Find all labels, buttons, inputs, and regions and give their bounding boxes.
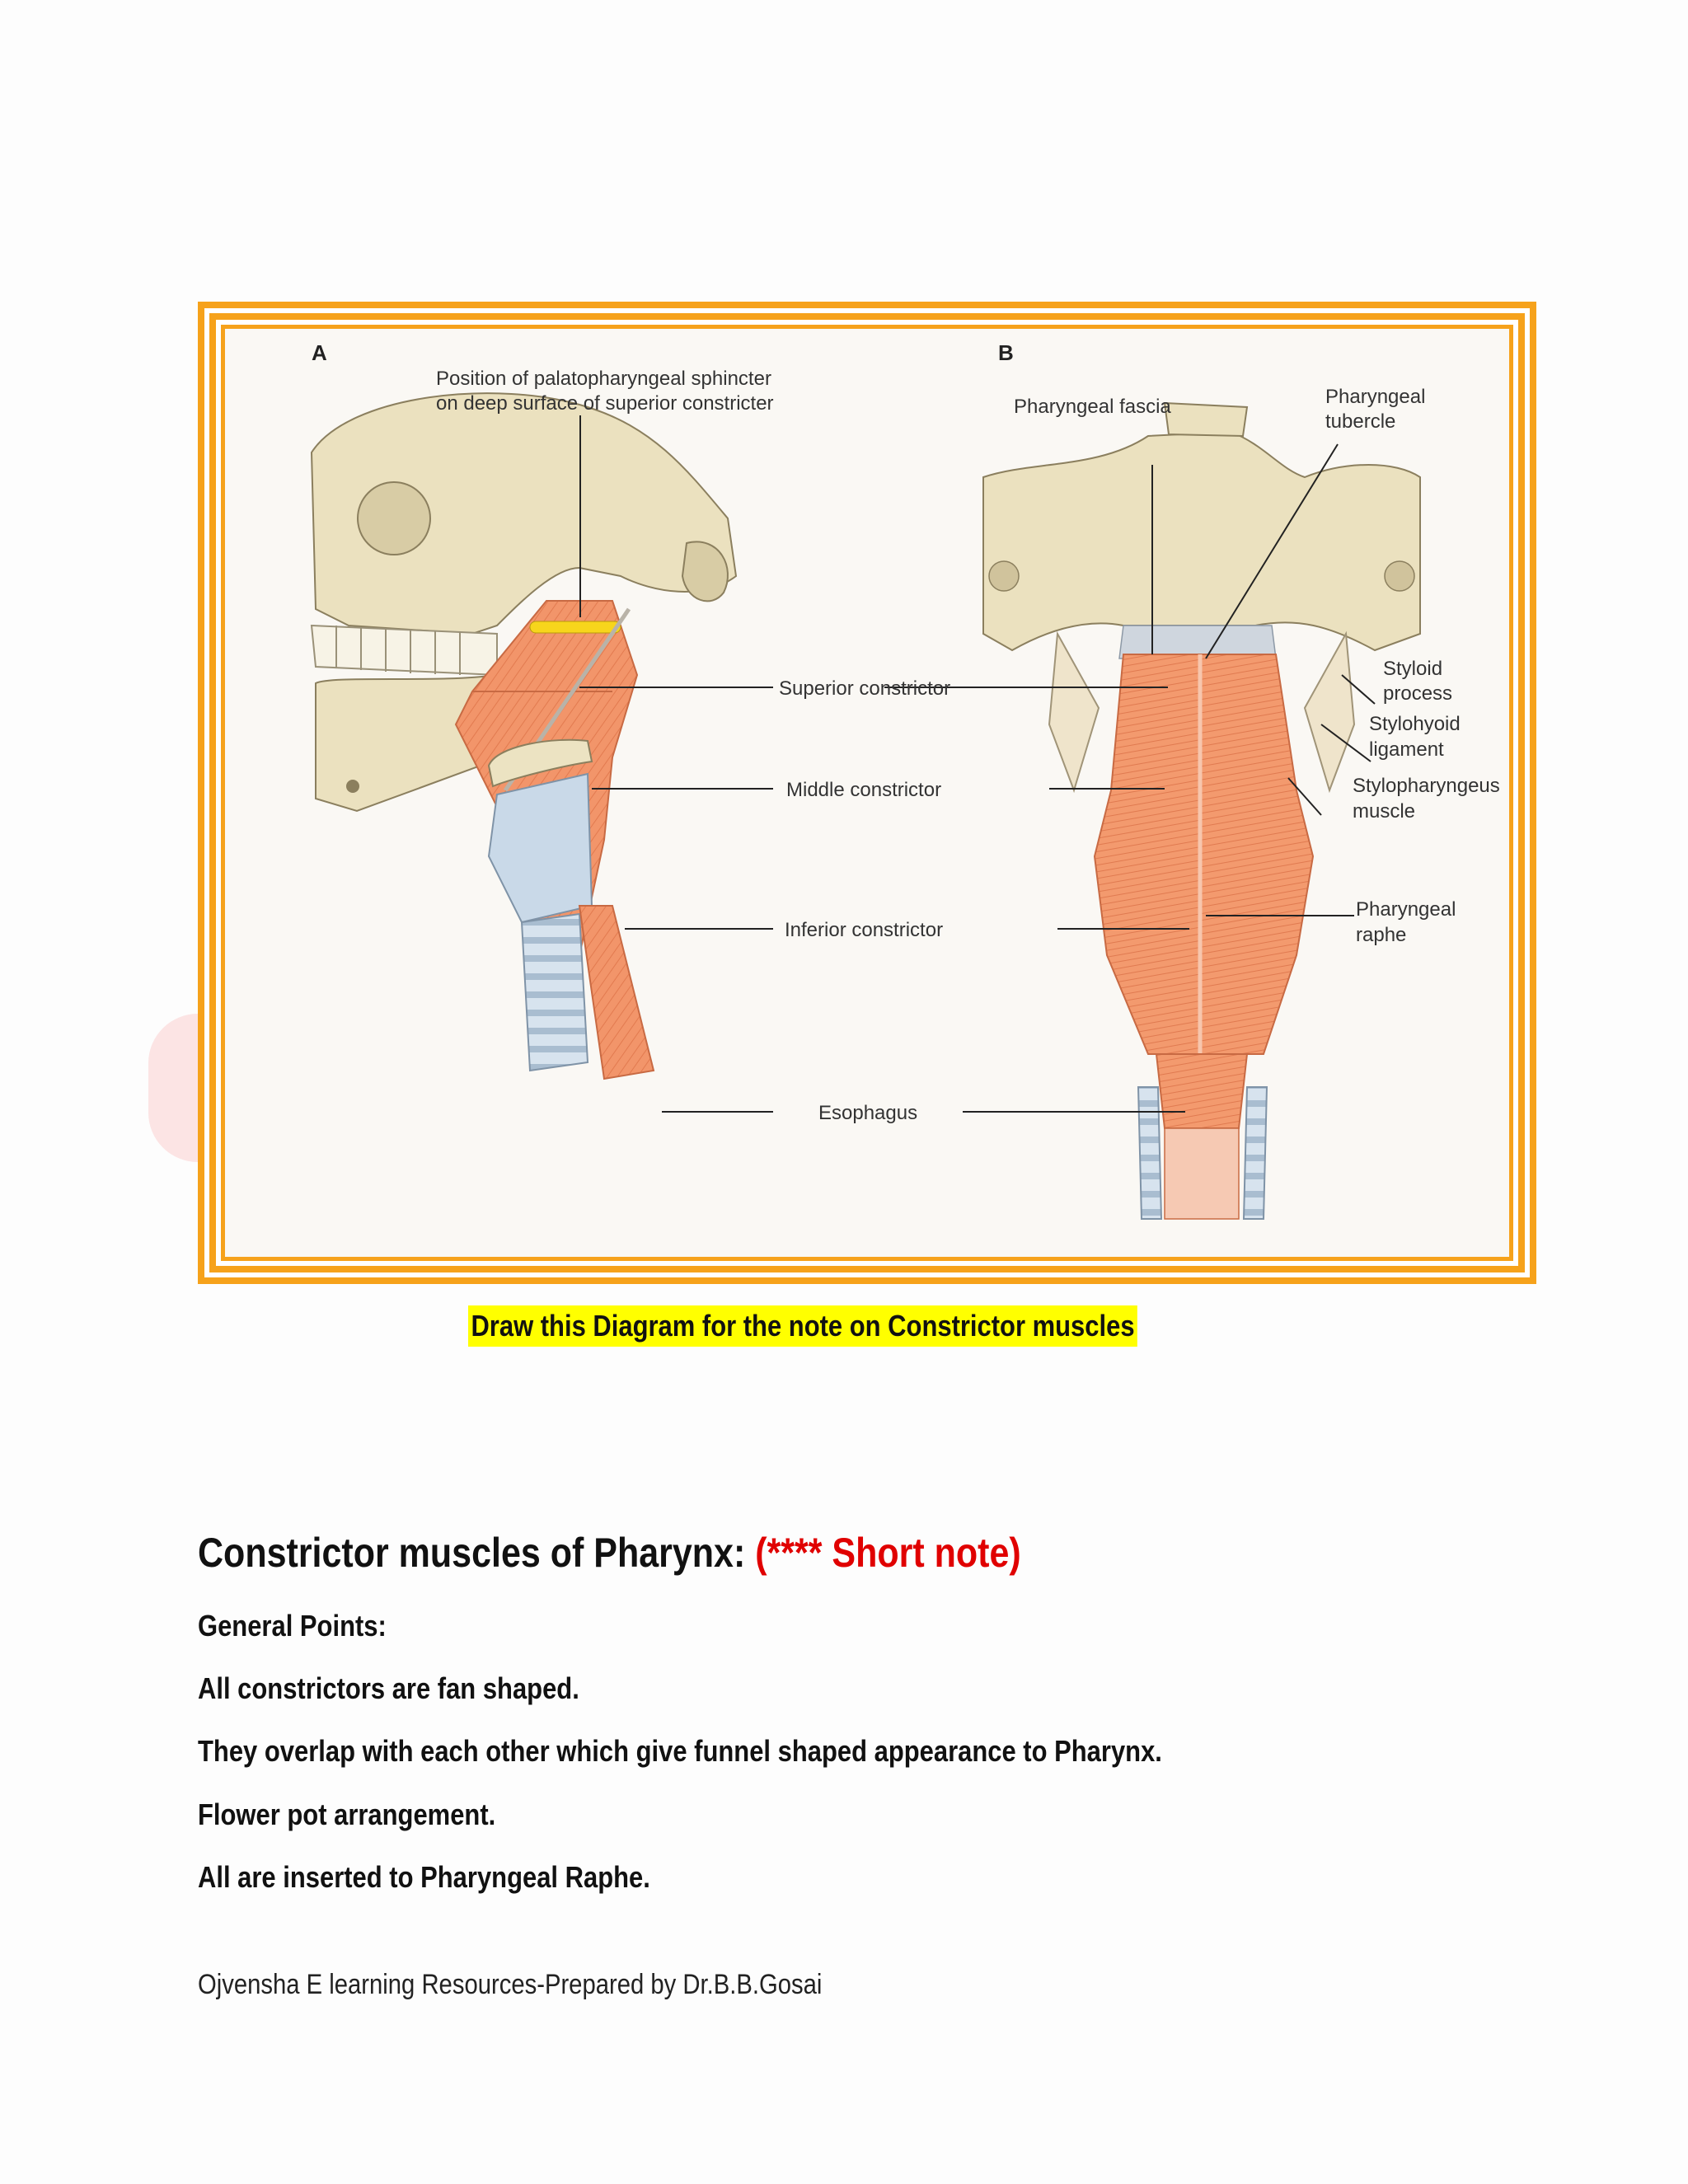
anatomy-figure: A B Position of palatopharyngeal sphinct…	[225, 329, 1509, 1257]
point-raphe-insertion: All are inserted to Pharyngeal Raphe.	[198, 1860, 650, 1894]
label-sphincter-line1: Position of palatopharyngeal sphincter	[436, 368, 771, 390]
label-stylohyoid-line1: Stylohyoid	[1369, 713, 1461, 735]
heading-main: Constrictor muscles of Pharynx:	[198, 1530, 756, 1576]
panel-a-drawing	[310, 392, 738, 1080]
label-styloid-line2: process	[1383, 682, 1452, 705]
label-stylopharyngeus-line2: muscle	[1353, 800, 1415, 823]
label-stylohyoid-line2: ligament	[1369, 738, 1444, 761]
label-middle-constrictor: Middle constrictor	[786, 779, 941, 801]
page-footer: Ojvensha E learning Resources-Prepared b…	[198, 1969, 823, 2000]
leader-lines	[579, 415, 1376, 1113]
label-inferior-constrictor: Inferior constrictor	[785, 919, 943, 941]
label-pharyngeal-fascia: Pharyngeal fascia	[1014, 396, 1171, 418]
panel-a-letter: A	[312, 340, 327, 365]
label-stylopharyngeus-line1: Stylopharyngeus	[1353, 775, 1500, 797]
point-overlap: They overlap with each other which give …	[198, 1734, 1162, 1768]
label-sphincter-line2: on deep surface of superior constricter	[436, 392, 774, 415]
figure-caption: Draw this Diagram for the note on Constr…	[468, 1305, 1137, 1347]
heading-accent: (**** Short note)	[755, 1530, 1021, 1576]
label-superior-constrictor: Superior constrictor	[779, 677, 950, 700]
label-raphe-line1: Pharyngeal	[1356, 898, 1456, 921]
point-fan-shaped: All constrictors are fan shaped.	[198, 1671, 579, 1705]
label-tubercle-line1: Pharyngeal	[1325, 386, 1425, 408]
label-tubercle-line2: tubercle	[1325, 410, 1395, 433]
label-styloid-line1: Styloid	[1383, 658, 1442, 680]
section-heading: Constrictor muscles of Pharynx: (**** Sh…	[198, 1526, 1021, 1579]
point-general: General Points:	[198, 1609, 387, 1643]
point-flower-pot: Flower pot arrangement.	[198, 1797, 496, 1831]
label-raphe-line2: raphe	[1356, 924, 1406, 946]
pharynx-constrictor-illustration: A B Position of palatopharyngeal sphinct…	[310, 340, 1500, 1220]
panel-b-letter: B	[998, 340, 1014, 365]
label-esophagus: Esophagus	[818, 1102, 917, 1124]
panel-b-drawing	[982, 401, 1421, 1220]
figure-frame: A B Position of palatopharyngeal sphinct…	[198, 302, 1536, 1284]
